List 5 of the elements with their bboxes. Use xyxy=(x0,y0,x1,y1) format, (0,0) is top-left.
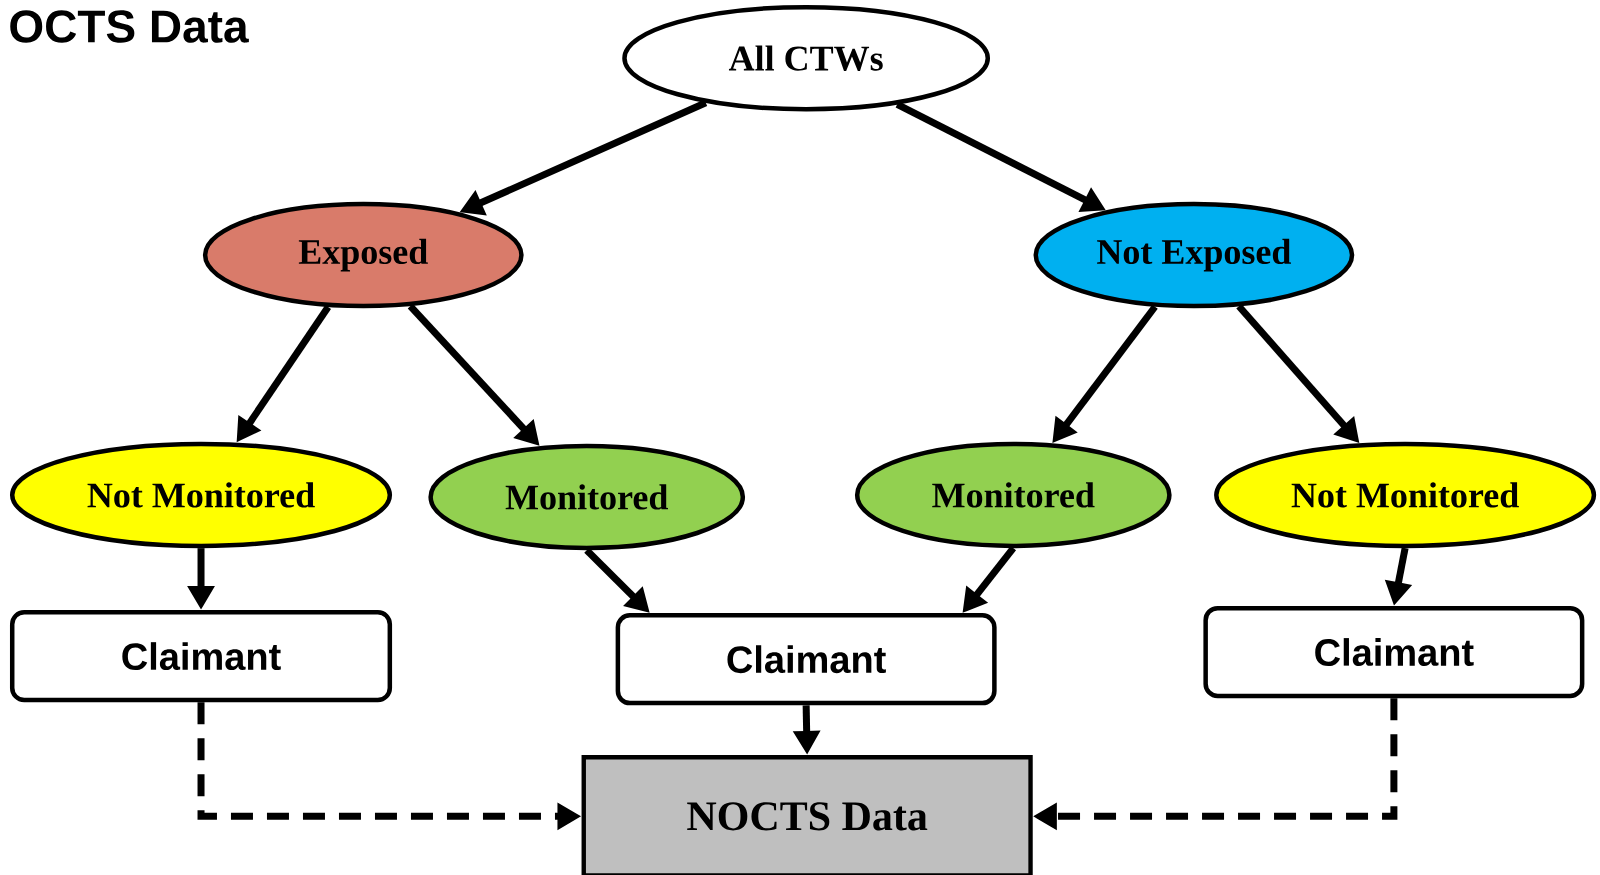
claimant-box: Claimant xyxy=(1203,605,1585,699)
claimant-box: Claimant xyxy=(9,610,393,703)
heading: OCTS Data xyxy=(10,10,249,43)
data-box: NOCTS Data xyxy=(581,754,1033,875)
claimant-box: Claimant xyxy=(615,613,997,706)
